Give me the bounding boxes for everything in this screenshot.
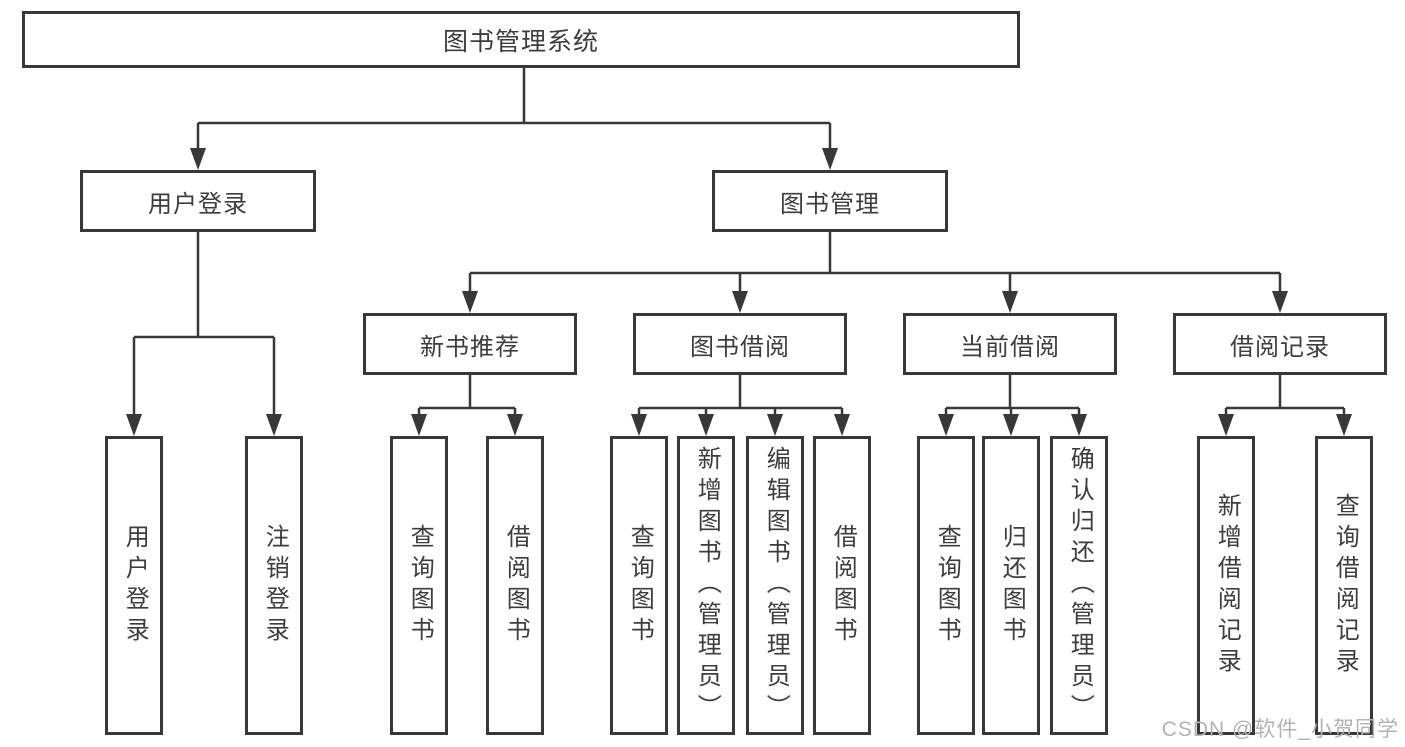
node-library-management-system: 图书管理系统 [22, 11, 1020, 68]
node-confirm-return-admin: 确认归还（管理员） [1050, 436, 1108, 735]
node-current-borrowing: 当前借阅 [903, 313, 1117, 375]
node-query-books-recommend: 查询图书 [390, 436, 448, 735]
node-return-book: 归还图书 [982, 436, 1040, 735]
node-borrow-books-action: 借阅图书 [813, 436, 871, 735]
node-book-borrowing: 图书借阅 [633, 313, 847, 375]
node-book-management: 图书管理 [712, 170, 948, 232]
node-query-books-current: 查询图书 [917, 436, 975, 735]
node-label: 新增图书（管理员） [693, 446, 721, 725]
node-query-books-borrowing: 查询图书 [610, 436, 668, 735]
node-label: 用户登录 [121, 523, 149, 648]
node-borrowing-records: 借阅记录 [1173, 313, 1387, 375]
node-add-book-admin: 新增图书（管理员） [677, 436, 735, 735]
node-new-book-recommend: 新书推荐 [363, 313, 577, 375]
node-label: 借阅图书 [502, 523, 530, 648]
node-user-login: 用户登录 [80, 170, 316, 232]
node-label: 借阅图书 [829, 523, 857, 648]
node-add-borrow-record: 新增借阅记录 [1197, 436, 1255, 735]
node-label: 编辑图书（管理员） [762, 446, 790, 725]
node-label: 查询图书 [933, 523, 961, 648]
node-label: 注销登录 [261, 523, 289, 648]
arrowheads [126, 148, 1352, 436]
node-borrow-books-recommend: 借阅图书 [486, 436, 544, 735]
node-query-borrow-record: 查询借阅记录 [1315, 436, 1373, 735]
node-label: 确认归还（管理员） [1066, 446, 1094, 725]
csdn-watermark: CSDN @软件_小贺同学 [1161, 718, 1399, 741]
node-label: 新增借阅记录 [1213, 492, 1241, 679]
node-label: 查询借阅记录 [1331, 492, 1359, 679]
node-logout: 注销登录 [245, 436, 303, 735]
node-label: 查询图书 [406, 523, 434, 648]
node-label: 归还图书 [998, 523, 1026, 648]
node-edit-book-admin: 编辑图书（管理员） [746, 436, 804, 735]
node-user-login-action: 用户登录 [105, 436, 163, 735]
node-label: 查询图书 [626, 523, 654, 648]
